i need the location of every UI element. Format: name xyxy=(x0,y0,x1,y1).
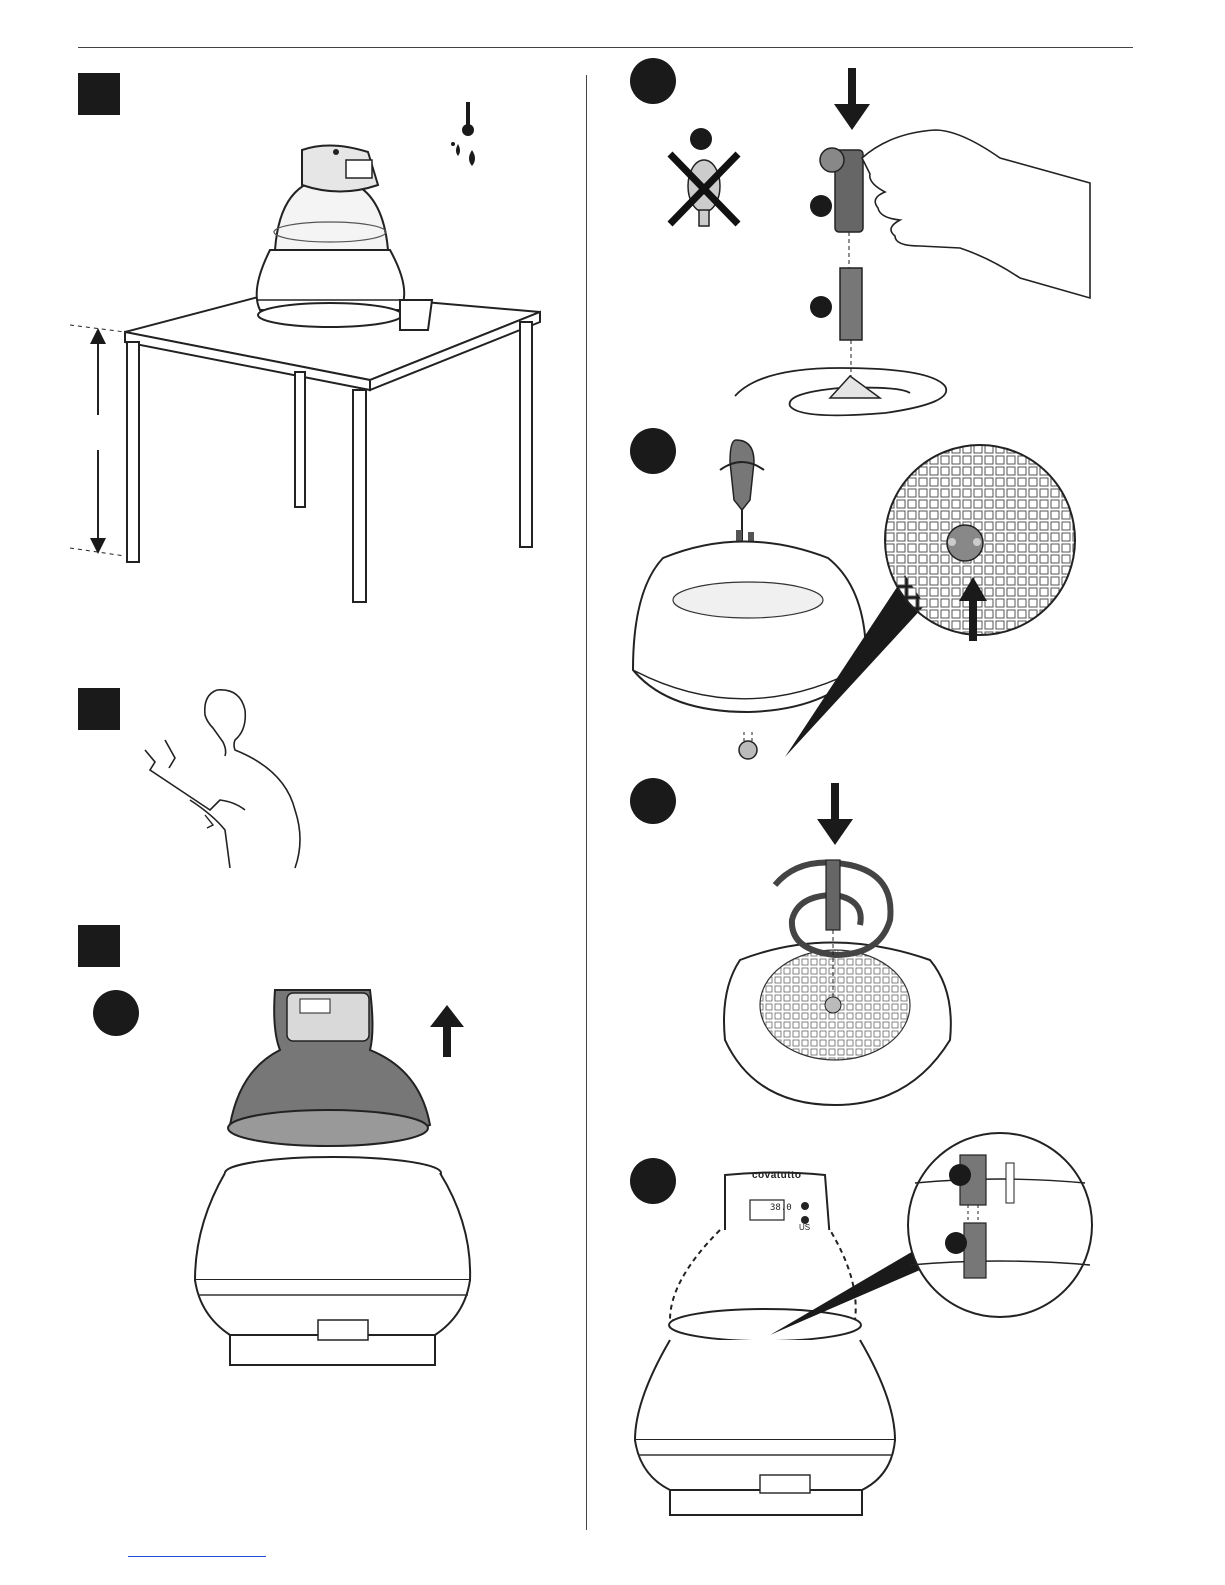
hand-inserting-shaft xyxy=(720,128,1100,418)
step-1-marker xyxy=(78,73,120,115)
grid-detail-magnifier xyxy=(775,455,1095,755)
shaft-detail-magnifier xyxy=(770,1135,1110,1325)
substep-a1-marker xyxy=(690,128,712,150)
footer-link[interactable] xyxy=(128,1556,266,1557)
down-arrow-icon xyxy=(817,783,853,847)
down-arrow-icon xyxy=(834,68,870,132)
step-3-marker xyxy=(78,925,120,967)
step-3-substep-marker xyxy=(93,990,139,1036)
person-reading-illustration xyxy=(135,690,315,870)
fan-placement-illustration xyxy=(720,850,960,1110)
step-2-marker xyxy=(78,688,120,730)
temperature-humidity-icon xyxy=(448,100,488,172)
incubator-lid-lifted xyxy=(190,985,480,1375)
step-c-marker xyxy=(630,778,676,824)
top-rule xyxy=(78,47,1133,48)
step-a-marker xyxy=(630,58,676,104)
column-divider xyxy=(586,75,587,1530)
incubator-on-table xyxy=(250,140,440,350)
